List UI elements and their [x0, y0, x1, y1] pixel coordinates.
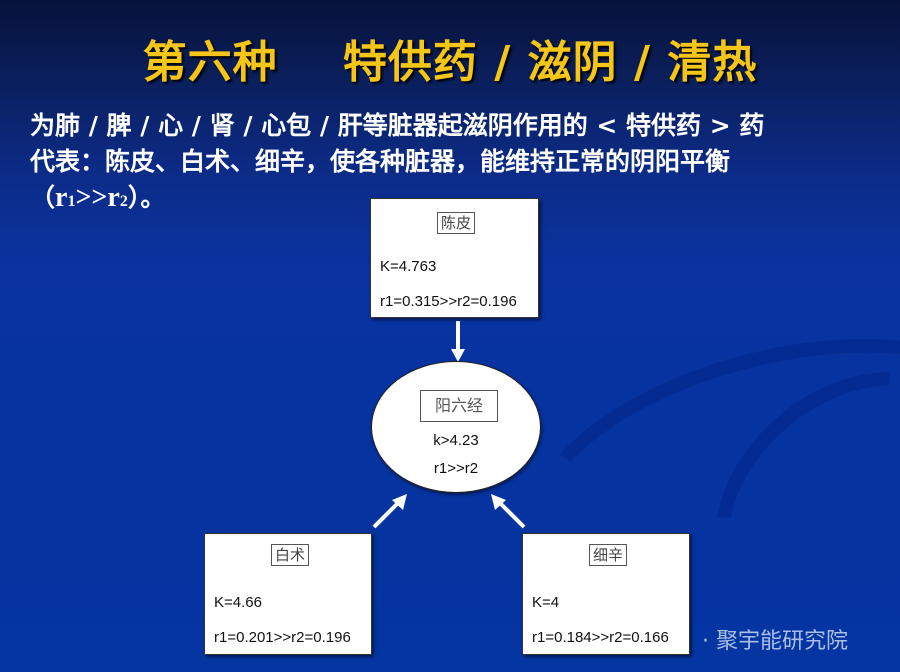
node-yangliujing-name: 阳六经	[420, 390, 498, 422]
arrow-down-icon	[451, 321, 465, 362]
node-baizhu-name: 白术	[271, 544, 310, 566]
node-xixin-name: 细辛	[589, 544, 628, 566]
node-xixin-k: K=4	[532, 594, 560, 611]
r1-subscript: 1	[67, 193, 76, 210]
slide-description: 为肺 / 脾 / 心 / 肾 / 心包 / 肝等脏器起滋阴作用的 < 特供药 >…	[30, 108, 764, 220]
node-yangliujing-r: r1>>r2	[433, 460, 479, 477]
node-xixin: 细辛 K=4 r1=0.184>>r2=0.166	[522, 533, 690, 655]
paren-close: ）。	[127, 183, 166, 212]
r2-subscript: 2	[119, 193, 128, 210]
much-greater-sign: >>	[75, 182, 108, 213]
node-yangliujing: 阳六经 k>4.23 r1>>r2	[371, 361, 541, 493]
node-chenpi-k: K=4.763	[380, 258, 437, 275]
node-baizhu: 白术 K=4.66 r1=0.201>>r2=0.196	[204, 533, 372, 655]
r1-base: r	[55, 182, 68, 213]
paren-open: （	[30, 183, 56, 212]
watermark: · 聚宇能研究院	[702, 629, 848, 654]
node-baizhu-r: r1=0.201>>r2=0.196	[214, 629, 351, 646]
description-line-2: 代表：陈皮、白术、细辛，使各种脏器，能维持正常的阴阳平衡	[30, 147, 731, 176]
node-xixin-r: r1=0.184>>r2=0.166	[532, 629, 669, 646]
description-line-3: （r1>>r2）。	[30, 180, 764, 220]
node-baizhu-k: K=4.66	[214, 594, 262, 611]
node-chenpi-r: r1=0.315>>r2=0.196	[380, 293, 517, 310]
r2-base: r	[107, 182, 120, 213]
description-line-1: 为肺 / 脾 / 心 / 肾 / 心包 / 肝等脏器起滋阴作用的 < 特供药 >…	[30, 111, 765, 140]
formula-r1: r1>>r2	[55, 182, 128, 213]
node-yangliujing-k: k>4.23	[433, 432, 479, 449]
node-chenpi: 陈皮 K=4.763 r1=0.315>>r2=0.196	[370, 198, 539, 318]
node-chenpi-name: 陈皮	[437, 212, 476, 234]
arrow-up-right-icon	[372, 494, 407, 529]
arrow-up-left-icon	[491, 494, 526, 529]
slide-title: 第六种 特供药 / 滋阴 / 清热	[142, 37, 758, 88]
